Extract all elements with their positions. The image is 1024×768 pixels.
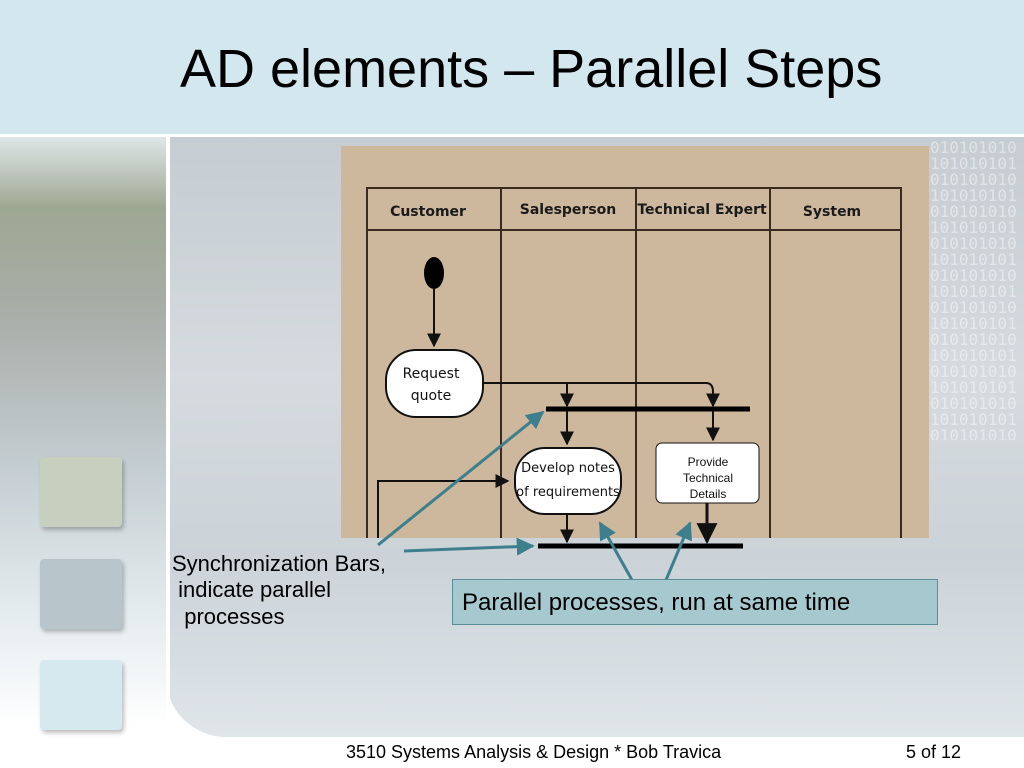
title-divider	[0, 134, 1024, 137]
annotation-arrow-provide	[664, 521, 693, 581]
content-frame-edge	[166, 137, 170, 697]
flow-request-to-sync-b	[567, 382, 720, 408]
lane-header-system: System	[803, 204, 861, 220]
initial-node	[424, 257, 444, 289]
parallel-processes-callout: Parallel processes, run at same time	[452, 579, 938, 625]
provide-details-line-1: Provide	[688, 455, 729, 469]
activity-develop-notes	[514, 447, 622, 515]
provide-details-line-2: Technical	[683, 471, 733, 485]
provide-details-line-3: Details	[690, 487, 727, 501]
develop-notes-line-2: of requirements	[516, 485, 620, 500]
develop-notes-line-1: Develop notes	[521, 461, 615, 476]
decor-square-3	[40, 660, 122, 730]
binary-watermark: 0101010101010101010101010101010101010101…	[930, 140, 1017, 440]
sync-bars-line-3: processes	[172, 604, 285, 629]
annotation-arrow-fork-bar	[377, 410, 545, 547]
sync-bars-line-2: indicate parallel	[172, 577, 331, 602]
title-band	[0, 0, 1024, 134]
lane-header-customer: Customer	[390, 204, 466, 220]
lane-header-salesperson: Salesperson	[520, 202, 617, 218]
annotation-arrow-develop	[598, 521, 634, 581]
request-quote-line-2: quote	[411, 388, 451, 404]
footer-course-title: 3510 Systems Analysis & Design * Bob Tra…	[346, 742, 722, 762]
request-quote-line-1: Request	[403, 366, 460, 382]
flow-customer-to-develop	[377, 474, 510, 538]
page-number: 5 of 12	[906, 742, 962, 762]
decor-square-1	[40, 457, 122, 527]
decor-square-2	[40, 559, 122, 629]
slide-title: AD elements – Parallel Steps	[180, 39, 883, 99]
lane-header-technical-expert: Technical Expert	[637, 202, 767, 218]
flow-request-to-sync	[483, 382, 574, 408]
sync-bars-line-1: Synchronization Bars,	[172, 551, 386, 576]
activity-request-quote	[385, 349, 484, 418]
annotation-arrow-join-bar	[403, 537, 535, 556]
